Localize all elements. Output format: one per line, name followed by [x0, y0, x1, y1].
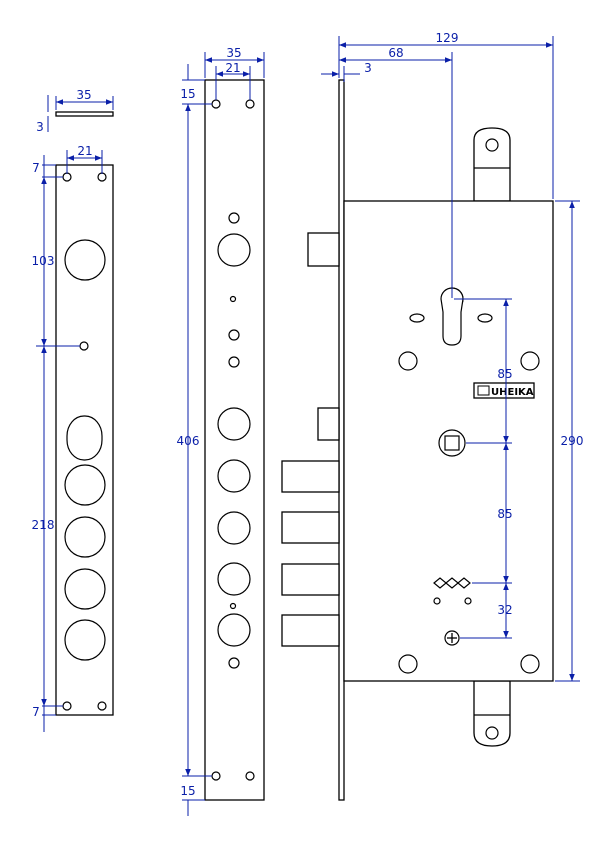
long-top-offset-label: 15	[180, 87, 195, 101]
small-screw-hole	[97, 172, 107, 182]
long-bolt-hole	[217, 613, 251, 647]
small-bolt-hole	[64, 239, 106, 281]
small-screw-hole	[97, 701, 107, 711]
case-mount-hole	[520, 654, 540, 674]
lower-latch-slot	[433, 577, 471, 589]
small-screw-hole	[62, 701, 72, 711]
small-bolt-hole	[64, 619, 106, 661]
upper-bolt	[307, 232, 340, 267]
brand-logo: UHEIKA	[473, 382, 535, 399]
small-latch-hole	[66, 415, 103, 461]
long-pin-hole	[228, 212, 240, 224]
cylinder-to-spindle-label: 85	[497, 367, 512, 381]
cylinder-screw-slot	[409, 313, 425, 323]
small-hole-spacing-label: 21	[77, 144, 92, 158]
plate-thickness-label: 3	[364, 61, 372, 75]
small-bolt-hole	[64, 464, 106, 506]
small-bolt-hole	[64, 516, 106, 558]
backset-label: 68	[388, 46, 403, 60]
long-screw-hole	[245, 99, 255, 109]
small-top-offset-label: 7	[32, 161, 40, 175]
case-mount-hole	[398, 351, 418, 371]
long-pin-hole	[229, 602, 237, 610]
case-mount-hole	[398, 654, 418, 674]
small-faceplate-outline	[55, 164, 114, 716]
deadbolt-1	[281, 460, 340, 493]
long-pin-hole	[229, 295, 237, 303]
long-bolt-hole	[217, 459, 251, 493]
spindle-to-lower-label: 85	[497, 507, 512, 521]
small-screw-hole	[62, 172, 72, 182]
lock-body-dimensions: 129 68 3 290 85 85 32	[321, 31, 584, 682]
top-strike-tab	[473, 127, 511, 202]
long-bolt-hole	[217, 233, 251, 267]
strike-tab-hole	[485, 726, 499, 740]
long-length-label: 406	[177, 434, 200, 448]
long-hole-spacing-label: 21	[225, 61, 240, 75]
long-faceplate-dimensions: 35 21 15 406 15	[177, 46, 265, 816]
long-pin-hole	[228, 657, 240, 669]
spindle-square	[444, 435, 460, 451]
overall-width-label: 129	[436, 31, 459, 45]
small-faceplate-dimensions: 35 3 21 7 103 218 7	[32, 88, 114, 732]
long-bolt-hole	[217, 511, 251, 545]
long-pin-hole	[228, 329, 240, 341]
small-screw-hole	[79, 341, 89, 351]
long-width-label: 35	[226, 46, 241, 60]
deadbolt-3	[281, 563, 340, 596]
bottom-strike-tab	[473, 680, 511, 747]
deadbolt-4	[281, 614, 340, 647]
small-lower-span-label: 218	[32, 518, 55, 532]
lock-body-assembly: UHEIKA	[281, 79, 554, 801]
brand-label: UHEIKA	[491, 387, 534, 398]
long-faceplate-outline	[204, 79, 265, 801]
height-label: 290	[561, 434, 584, 448]
case-mount-hole	[520, 351, 540, 371]
small-bottom-offset-label: 7	[32, 705, 40, 719]
cylinder-screw-slot	[477, 313, 493, 323]
brand-logo-icon	[477, 385, 490, 396]
small-bolt-hole	[64, 568, 106, 610]
long-faceplate	[204, 79, 265, 801]
long-pin-hole	[228, 356, 240, 368]
small-faceplate-edge	[55, 111, 114, 117]
long-screw-hole	[211, 99, 221, 109]
small-width-label: 35	[76, 88, 91, 102]
small-thickness-label: 3	[36, 120, 44, 134]
small-upper-span-label: 103	[32, 254, 55, 268]
cylinder-profile	[440, 287, 464, 346]
long-bolt-hole	[217, 407, 251, 441]
long-bottom-offset-label: 15	[180, 784, 195, 798]
small-faceplate	[55, 111, 114, 716]
deadbolt-2	[281, 511, 340, 544]
latch-bolt	[317, 407, 340, 441]
strike-tab-hole	[485, 138, 499, 152]
case-pin-hole	[464, 597, 472, 605]
lock-face-plate	[338, 79, 345, 801]
long-screw-hole	[245, 771, 255, 781]
lower-spacing-label: 32	[497, 603, 512, 617]
long-screw-hole	[211, 771, 221, 781]
case-pin-hole	[433, 597, 441, 605]
long-bolt-hole	[217, 562, 251, 596]
